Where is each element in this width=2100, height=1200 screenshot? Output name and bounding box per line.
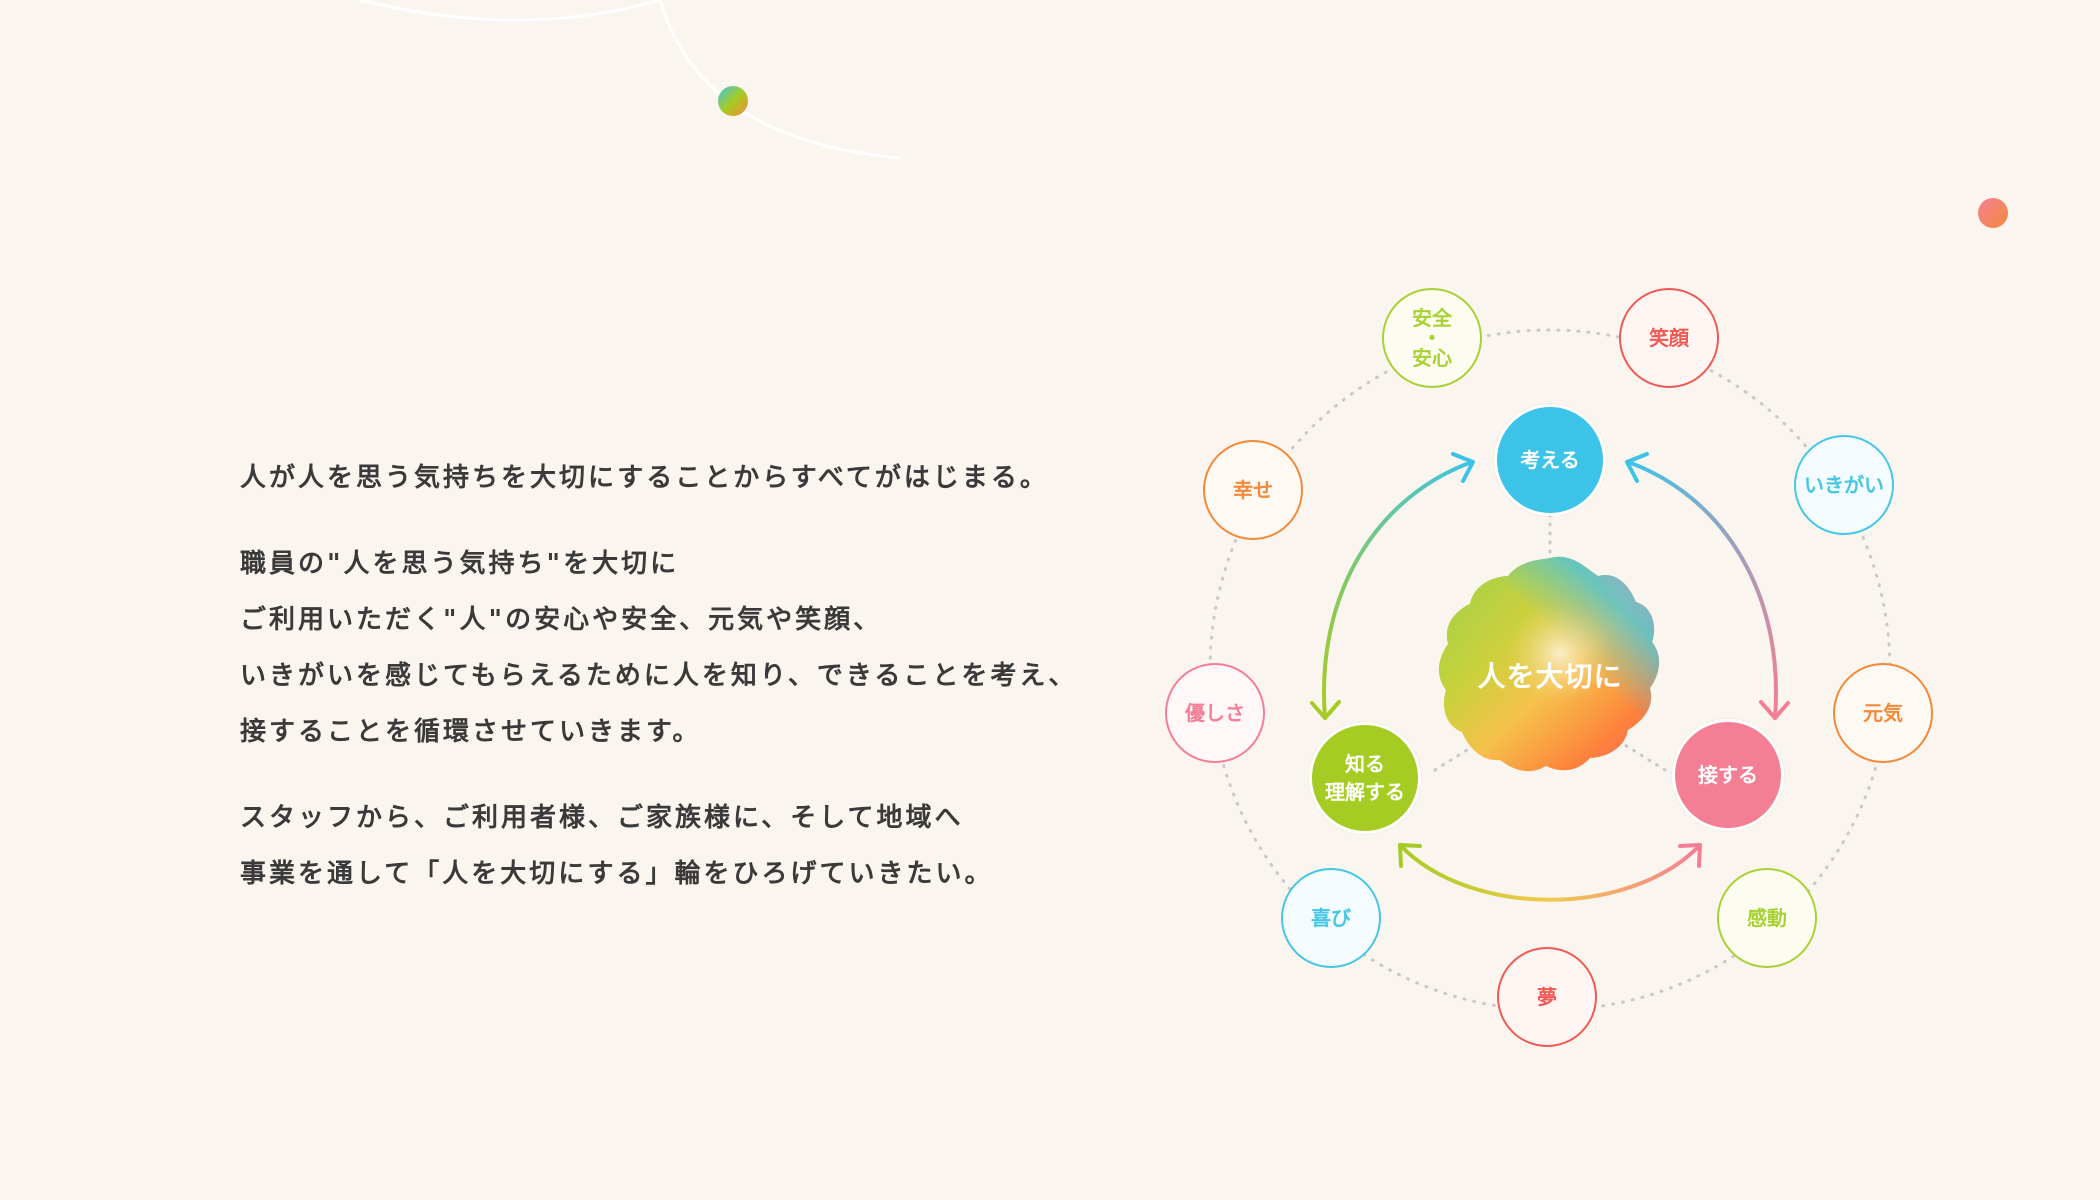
connector-line [1623, 743, 1667, 772]
node-smile: 笑顔 [1619, 288, 1719, 388]
intro-line: 職員の"人を思う気持ち"を大切に [240, 549, 680, 579]
center-label: 人を大切に [1477, 660, 1623, 693]
node-safety-label: 安全 ・ 安心 [1412, 306, 1452, 370]
node-know-label: 知る 理解する [1325, 752, 1405, 804]
node-know-understand: 知る 理解する [1309, 722, 1421, 834]
node-yasashisa: 優しさ [1165, 663, 1265, 763]
arrow-think-to-know [1322, 460, 1474, 720]
node-yume-label: 夢 [1537, 985, 1557, 1009]
intro-text: 人が人を思う気持ちを大切にすることからすべてがはじまる。 職員の"人を思う気持ち… [240, 450, 1120, 932]
connector-line [1433, 743, 1477, 772]
node-ikigai: いきがい [1794, 435, 1894, 535]
intro-paragraph-3: スタッフから、ご利用者様、ご家族様に、そして地域へ 事業を通して「人を大切にする… [240, 790, 1120, 902]
value-cycle-diagram: 人を大切に 考える 知る 理解する 接する 安全 ・ 安心 笑顔 いきがい 元気… [1150, 270, 1950, 1070]
center-flower-icon [1438, 556, 1660, 772]
node-yorokobi: 喜び [1281, 868, 1381, 968]
intro-line: 接することを循環させていきます。 [240, 717, 702, 747]
node-shiawase: 幸せ [1203, 440, 1303, 540]
intro-paragraph-2: 職員の"人を思う気持ち"を大切に ご利用いただく"人"の安心や安全、元気や笑顔、… [240, 536, 1120, 760]
node-kandou-label: 感動 [1747, 906, 1787, 930]
deco-flower-dot [1978, 198, 2008, 228]
arrow-think-to-contact [1626, 460, 1778, 720]
node-safety: 安全 ・ 安心 [1382, 288, 1482, 388]
node-yorokobi-label: 喜び [1311, 906, 1351, 930]
node-genki: 元気 [1833, 663, 1933, 763]
node-think: 考える [1494, 404, 1606, 516]
node-kandou: 感動 [1717, 868, 1817, 968]
intro-line: スタッフから、ご利用者様、ご家族様に、そして地域へ [240, 803, 964, 833]
intro-line: 事業を通して「人を大切にする」輪をひろげていきたい。 [240, 859, 994, 889]
intro-lead: 人が人を思う気持ちを大切にすることからすべてがはじまる。 [240, 463, 1049, 493]
node-ikigai-label: いきがい [1804, 473, 1884, 497]
arrow-know-contact [1398, 843, 1702, 902]
node-yume: 夢 [1497, 947, 1597, 1047]
intro-line: ご利用いただく"人"の安心や安全、元気や笑顔、 [240, 605, 883, 635]
deco-flower-dot [718, 86, 748, 116]
node-shiawase-label: 幸せ [1233, 478, 1273, 502]
intro-line: いきがいを感じてもらえるために人を知り、できることを考え、 [240, 661, 1078, 691]
node-yasashisa-label: 優しさ [1185, 701, 1245, 725]
node-contact-label: 接する [1698, 763, 1758, 787]
deco-arc-line [359, 0, 661, 22]
node-genki-label: 元気 [1863, 701, 1903, 725]
deco-arc-line [658, 0, 901, 160]
node-smile-label: 笑顔 [1649, 326, 1689, 350]
node-think-label: 考える [1520, 448, 1580, 472]
node-contact: 接する [1672, 719, 1784, 831]
